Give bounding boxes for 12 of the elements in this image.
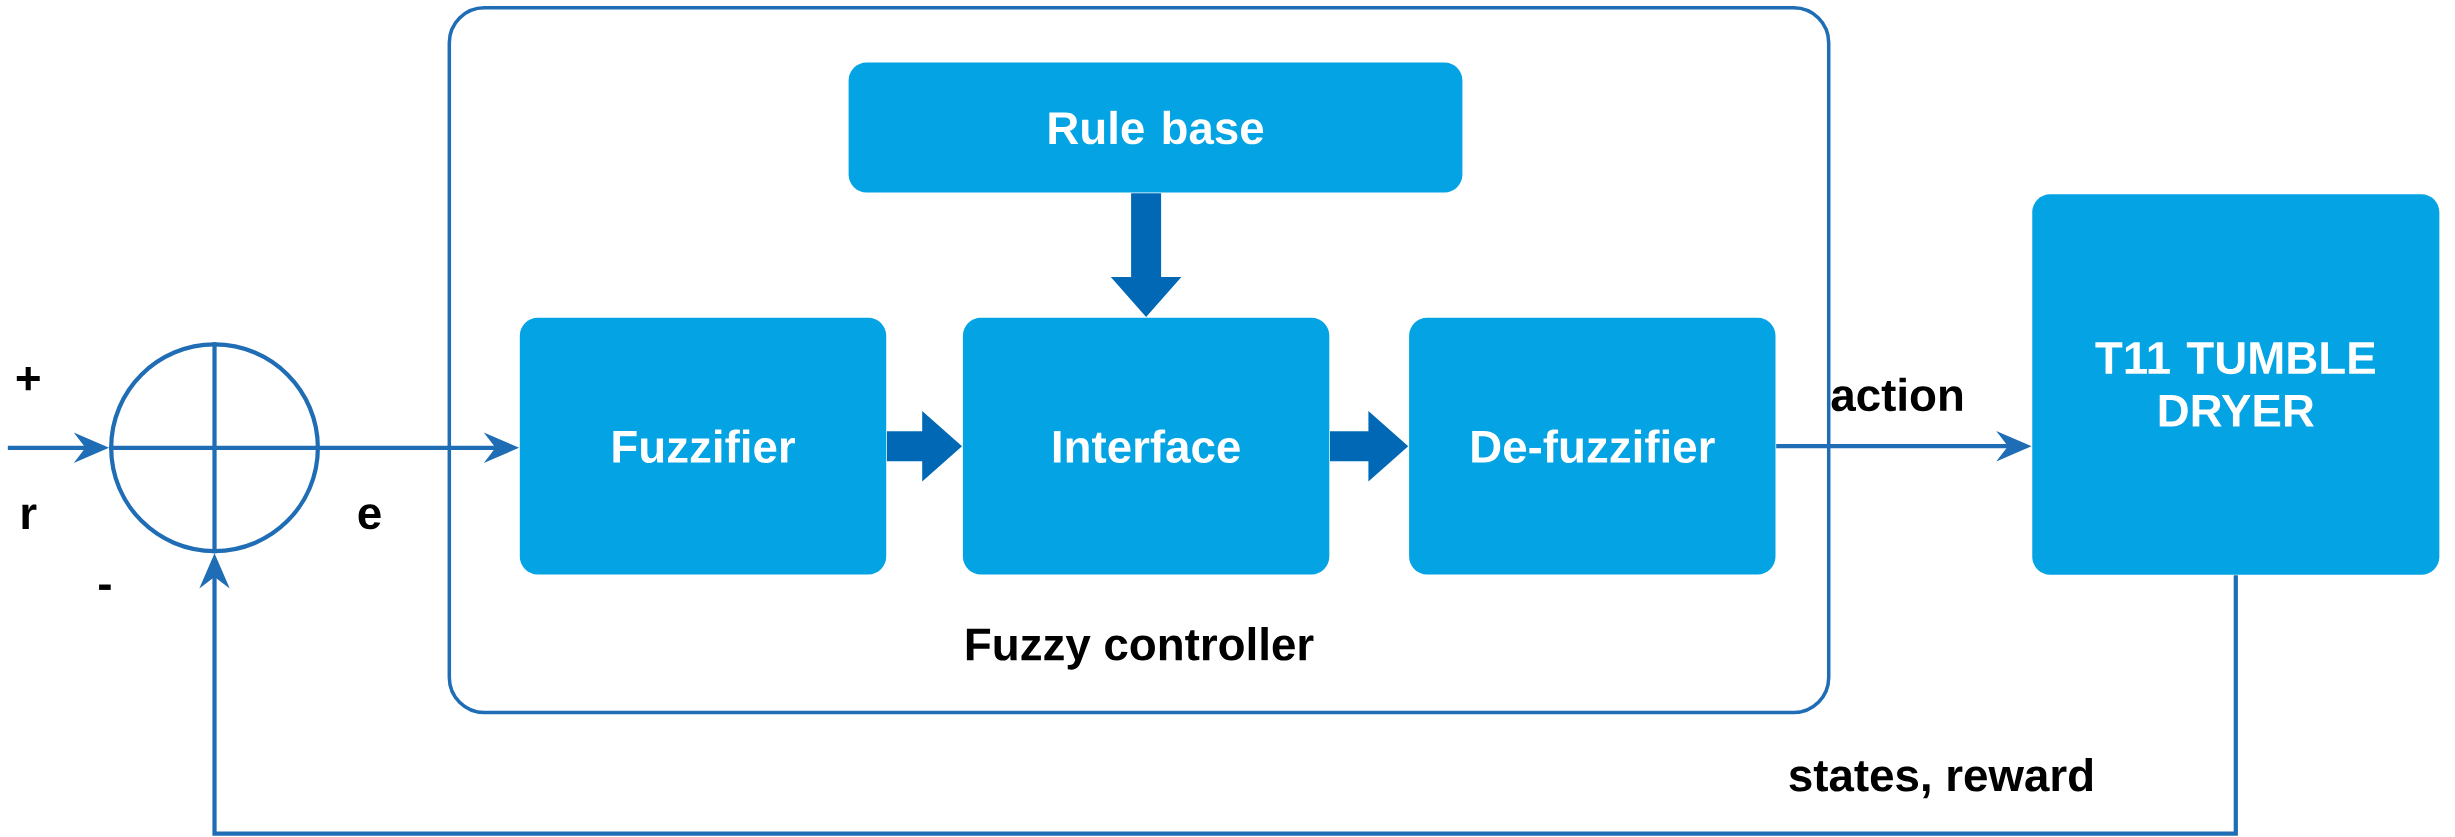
process-box: Fuzzifier bbox=[519, 317, 887, 575]
process-box: Interface bbox=[962, 317, 1330, 575]
process-box: De-fuzzifier bbox=[1409, 317, 1776, 575]
sign-label: + bbox=[16, 367, 40, 391]
edge-label: r bbox=[22, 504, 37, 529]
process-box: T11 TUMBLE DRYER bbox=[2032, 194, 2440, 575]
edge-label: action bbox=[1831, 377, 1963, 412]
sign-label: - bbox=[99, 584, 111, 590]
edge-label: states, reward bbox=[1789, 758, 2093, 799]
summing-junction bbox=[106, 340, 323, 556]
edge-label: e bbox=[358, 504, 381, 530]
process-box: Rule base bbox=[848, 62, 1463, 193]
